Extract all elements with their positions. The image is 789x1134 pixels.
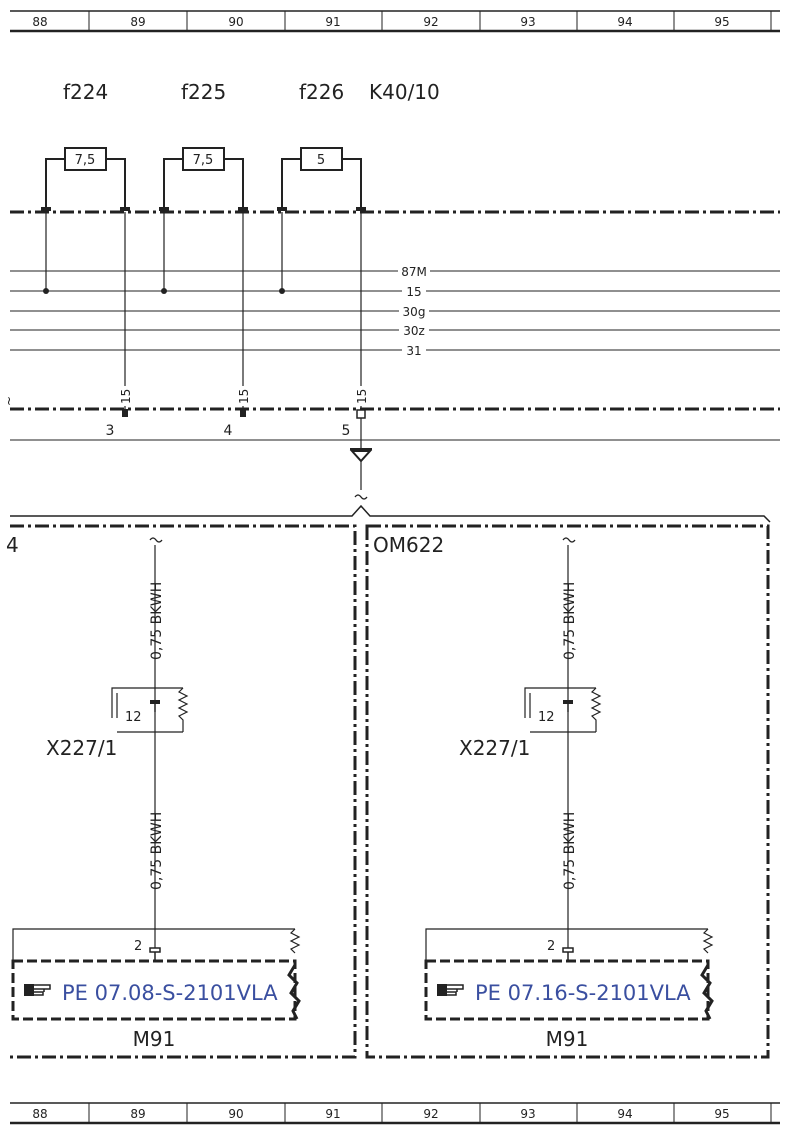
module-label: K40/10: [369, 80, 440, 104]
wire-break-icon: [562, 537, 576, 543]
component-label-right: M91: [546, 1027, 589, 1051]
bus-label-87m: 87M: [401, 265, 427, 279]
pin-label-15-a: 15: [119, 389, 133, 404]
left-edge-fragment-top: ~: [2, 396, 16, 406]
bus-lines: [10, 270, 780, 351]
fuse-input-wires: [45, 212, 283, 291]
fuse-output-wires: [124, 212, 362, 409]
component-ref-right[interactable]: PE 07.16-S-2101VLA: [475, 981, 691, 1005]
bus-labels: 87M 15 30g 30z 31: [398, 264, 430, 358]
pointing-hand-icon: [437, 984, 464, 996]
ruler-col-89: 89: [130, 15, 145, 29]
left-edge-fragment: 4: [6, 533, 19, 557]
component-box-left: [11, 959, 297, 1021]
variant-brace: [10, 504, 771, 523]
fuse-label-f225: f225: [181, 80, 226, 104]
variant-box-right: [365, 524, 770, 1059]
component-label-left: M91: [133, 1027, 176, 1051]
ruler-col-88-bottom: 88: [32, 1107, 47, 1121]
fuse-rating-f224: 7,5: [75, 153, 96, 168]
fuse-rating-f225: 7,5: [193, 153, 214, 168]
fuse-f224: [45, 147, 126, 210]
connector-label-right: X227/1: [459, 736, 530, 760]
connector-pin-right: 12: [538, 710, 555, 725]
bus-label-30z: 30z: [403, 324, 425, 338]
fuse-rating-f226: 5: [317, 153, 325, 168]
engine-label-right: OM622: [373, 533, 444, 557]
wire-spec-bottom-right: 0,75 BKWH: [562, 812, 578, 890]
ruler-col-93-bottom: 93: [520, 1107, 535, 1121]
component-m91-left: [12, 928, 301, 960]
ruler-col-93: 93: [520, 15, 535, 29]
ruler-col-92-bottom: 92: [423, 1107, 438, 1121]
ruler-col-91: 91: [325, 15, 340, 29]
wire-break-icon: [354, 494, 368, 500]
wire-break-icon: [149, 537, 163, 543]
output-3: 3: [106, 423, 115, 439]
pin-label-15-b: 15: [237, 389, 251, 404]
ruler-col-95: 95: [714, 15, 729, 29]
ruler-col-95-bottom: 95: [714, 1107, 729, 1121]
fuse-terminals: [41, 207, 366, 211]
component-pin-right: 2: [547, 939, 555, 954]
output-4: 4: [224, 423, 233, 439]
pin-label-15-c: 15: [355, 389, 369, 404]
fuse-f225: [163, 147, 244, 210]
bus-label-15: 15: [406, 285, 421, 299]
ruler-col-90-bottom: 90: [228, 1107, 243, 1121]
connector-x227-1-right: [524, 687, 602, 733]
fuse-label-f224: f224: [63, 80, 108, 104]
fuse-label-f226: f226: [299, 80, 344, 104]
wire-spec-top-right: 0,75 BKWH: [562, 582, 578, 660]
ruler-col-92: 92: [423, 15, 438, 29]
bus-label-31: 31: [406, 344, 421, 358]
output-5: 5: [342, 423, 351, 439]
component-pin-left: 2: [134, 939, 142, 954]
junction-dots: [43, 288, 285, 294]
top-ruler: 88 89 90 91 92 93 94 95: [10, 10, 780, 33]
connector-label-left: X227/1: [46, 736, 117, 760]
wire-spec-top-left: 0,75 BKWH: [149, 582, 165, 660]
variant-right: 0,75 BKWH 12 X227/1 0,75 BKWH 2 PE 07.16…: [424, 537, 714, 1051]
component-box-right: [424, 959, 710, 1021]
variant-box-left: [10, 524, 357, 1059]
ruler-col-94-bottom: 94: [617, 1107, 632, 1121]
ruler-col-89-bottom: 89: [130, 1107, 145, 1121]
component-ref-left[interactable]: PE 07.08-S-2101VLA: [62, 981, 278, 1005]
bottom-ruler: 88 89 90 91 92 93 94 95: [10, 1102, 780, 1125]
component-m91-right: [425, 928, 714, 960]
connector-pin-left: 12: [125, 710, 142, 725]
ruler-col-91-bottom: 91: [325, 1107, 340, 1121]
variant-left: 0,75 BKWH 12 X227/1 0,75 BKWH 2 PE 07.08…: [11, 537, 301, 1051]
ruler-col-94: 94: [617, 15, 632, 29]
ground-triangle-icon: [349, 448, 373, 463]
pointing-hand-icon: [24, 984, 51, 996]
connector-x227-1-left: [111, 687, 189, 733]
bus-label-30g: 30g: [403, 305, 426, 319]
ruler-col-90: 90: [228, 15, 243, 29]
wire-spec-bottom-left: 0,75 BKWH: [149, 812, 165, 890]
fuse-f226: [281, 147, 362, 210]
ruler-col-88: 88: [32, 15, 47, 29]
